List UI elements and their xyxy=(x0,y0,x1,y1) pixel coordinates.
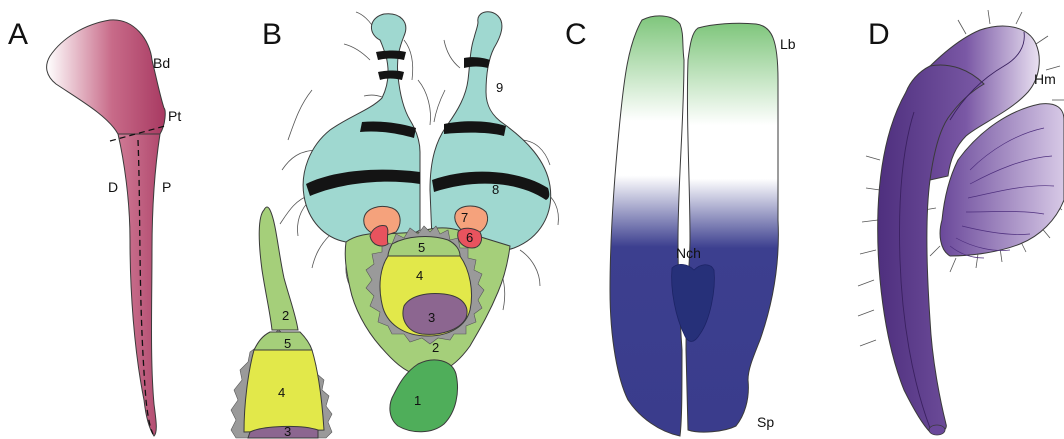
small-region-5 xyxy=(254,332,312,350)
label-d: D xyxy=(108,179,118,195)
region-1 xyxy=(390,360,458,432)
small-number-3: 3 xyxy=(284,424,291,439)
panel-c-left-column xyxy=(610,16,684,436)
label-hm: Hm xyxy=(1034,71,1056,87)
panel-c-letter: C xyxy=(565,18,587,51)
panel-d-tip xyxy=(929,425,945,435)
label-p: P xyxy=(162,179,171,195)
panel-b: B 2 5 4 3 xyxy=(231,12,558,439)
label-lb: Lb xyxy=(780,36,796,52)
panel-c-right-column xyxy=(686,23,778,432)
panel-c: C Lb Nch Sp xyxy=(565,16,796,436)
number-7: 7 xyxy=(461,210,468,225)
panel-a-letter: A xyxy=(8,18,28,51)
number-5: 5 xyxy=(418,240,425,255)
small-number-4: 4 xyxy=(278,385,285,400)
label-sp: Sp xyxy=(757,414,774,430)
label-nch: Nch xyxy=(676,245,701,261)
number-6: 6 xyxy=(466,230,473,245)
number-3: 3 xyxy=(428,310,435,325)
small-number-5: 5 xyxy=(284,336,291,351)
panel-a-stem xyxy=(118,134,160,436)
small-stalk xyxy=(259,207,298,330)
label-pt: Pt xyxy=(168,108,181,124)
panel-a-body xyxy=(47,20,166,134)
panel-b-letter: B xyxy=(262,18,282,51)
number-1: 1 xyxy=(414,393,421,408)
panel-a: A Bd Pt D P xyxy=(8,18,181,436)
number-8: 8 xyxy=(492,182,499,197)
number-9: 9 xyxy=(496,80,503,95)
small-number-2: 2 xyxy=(282,308,289,323)
large-structure: 1 2 3 4 5 6 7 8 9 xyxy=(280,12,558,432)
number-4: 4 xyxy=(416,268,423,283)
panel-d: D xyxy=(858,10,1064,435)
panel-d-letter: D xyxy=(868,18,890,51)
number-2: 2 xyxy=(432,340,439,355)
small-structure: 2 5 4 3 xyxy=(231,207,332,439)
label-bd: Bd xyxy=(153,55,170,71)
